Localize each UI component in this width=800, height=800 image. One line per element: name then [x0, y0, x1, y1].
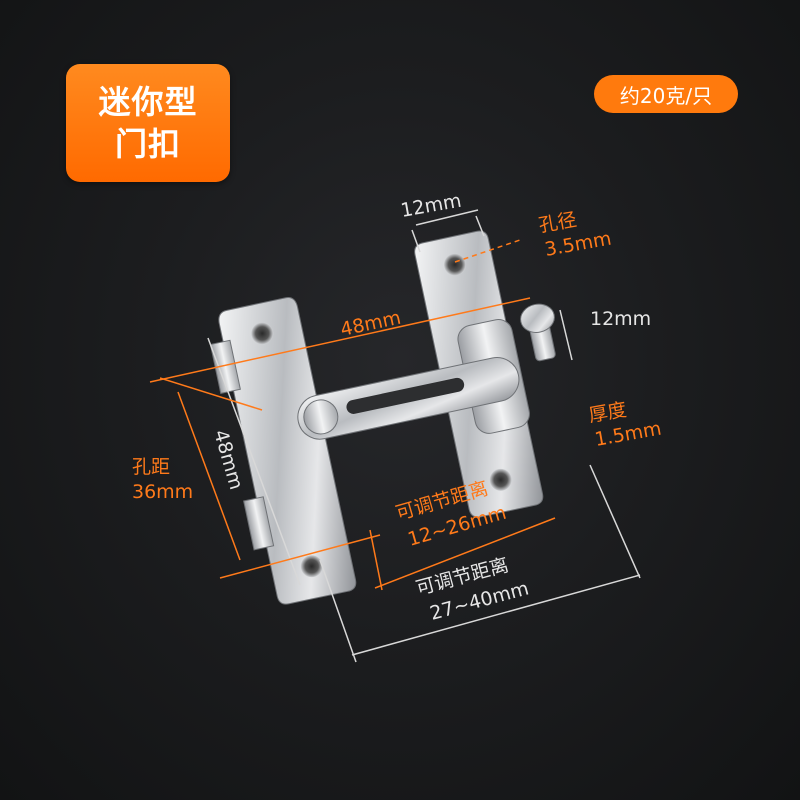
left-top-hole	[251, 322, 274, 345]
right-bottom-hole	[489, 468, 512, 491]
height-label: 48mm	[209, 427, 247, 492]
white-dimension-lines	[207, 209, 641, 663]
knob-width-label: 12mm	[590, 308, 651, 330]
orange-dimension-lines	[149, 239, 556, 591]
adjust-slot	[346, 377, 465, 414]
left-plate	[209, 297, 357, 605]
top-width-label: 12mm	[399, 190, 463, 222]
hole-spacing-value: 36mm	[132, 481, 193, 503]
product-type-badge: 迷你型 门扣	[66, 64, 230, 182]
hole-spacing-title: 孔距	[132, 456, 170, 478]
product-type-line1: 迷你型	[98, 83, 198, 121]
weight-badge: 约20克/只	[594, 75, 738, 113]
sliding-arm	[297, 357, 520, 440]
product-type-line2: 门扣	[114, 125, 181, 163]
left-bottom-hole	[300, 555, 323, 578]
hole-diameter-title: 孔径	[537, 209, 578, 237]
thickness-title: 厚度	[587, 399, 628, 427]
right-top-hole	[443, 253, 466, 276]
span-label: 48mm	[338, 307, 402, 341]
knob	[520, 303, 556, 362]
arm-pivot	[303, 399, 339, 435]
